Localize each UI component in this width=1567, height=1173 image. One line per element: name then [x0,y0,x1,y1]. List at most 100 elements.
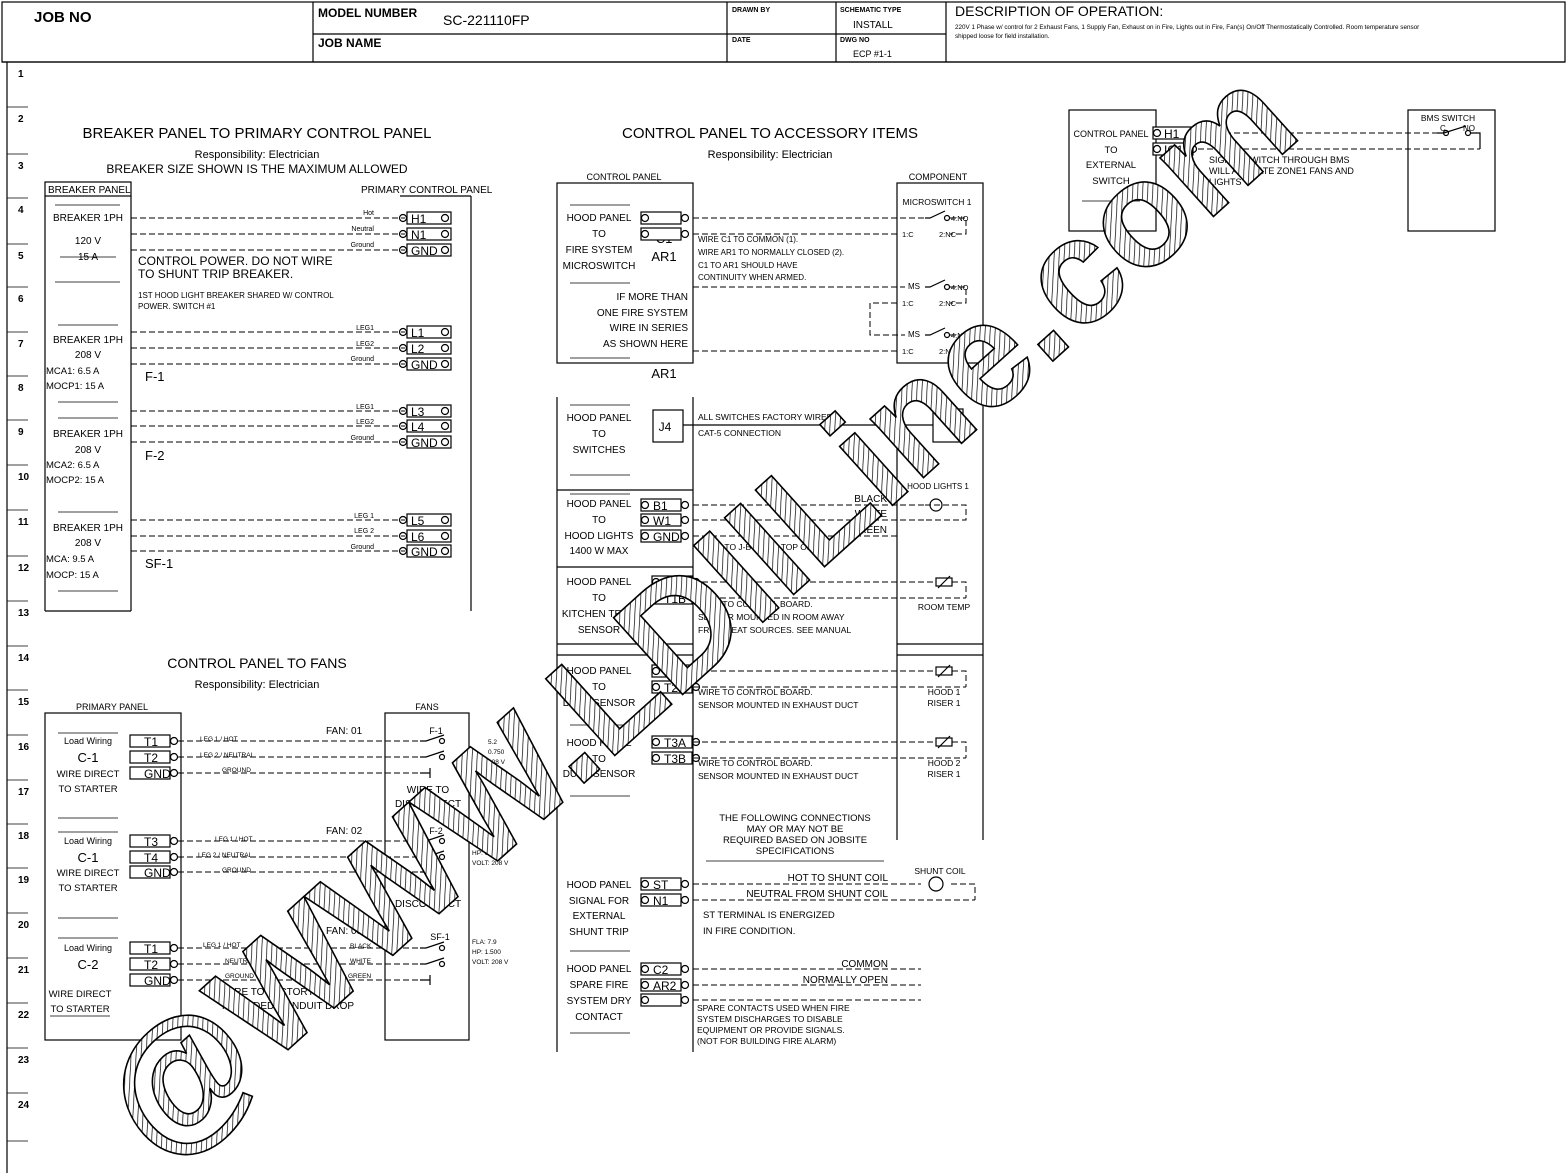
signal-for-label: SIGNAL FOR [569,896,629,907]
bms-control-panel: CONTROL PANEL [1073,129,1148,139]
bms-no-label: NO [1463,124,1475,133]
hood-light-note2: POWER. SWITCH #1 [138,302,216,311]
row-number: 23 [18,1055,30,1066]
hood-lights1-label: HOOD LIGHTS 1 [907,482,969,491]
svg-text:T1A: T1A [664,576,686,590]
row-number: 3 [18,161,24,172]
breaker2-name: BREAKER 1PH [53,335,123,346]
schematic-type-label: SCHEMATIC TYPE [840,7,902,14]
wire-to-2: WIRE TO [407,885,450,896]
control-power-note2: TO SHUNT TRIP BREAKER. [138,267,293,281]
duct-sensor-label-2: DUCT SENSOR [563,769,636,780]
terminal-t_n1: N1 [398,227,452,242]
temp-sensor-icon [935,737,953,747]
terminal-t_l4: L4 [398,419,452,434]
svg-text:H1: H1 [411,212,427,226]
svg-text:MS: MS [908,330,920,339]
breaker-max-note: BREAKER SIZE SHOWN IS THE MAXIMUM ALLOWE… [106,162,407,176]
fan3-ground-label: GROUND [225,973,254,980]
room-temp-note1: WIRE TO CONTROL BOARD. [698,599,813,609]
row-number: 2 [18,114,24,125]
ms-note1: WIRE C1 TO COMMON (1). [698,235,798,244]
factory-drop-2: PROVIDED CONDUIT DROP [222,1001,354,1012]
bms-to: TO [1104,145,1117,156]
jbox-note: WIRE TO J-BOX ON TOP OF HOOD [700,542,840,552]
fan3-spec3: VOLT: 208 V [472,959,509,966]
accessory-terminal: GND [640,529,690,544]
room-temp-note3: FROM HEAT SOURCES. SEE MANUAL [698,625,851,635]
svg-text:GND: GND [653,530,680,544]
room-temp-label: ROOM TEMP [918,602,971,612]
terminal-t_gnd: GND [398,357,452,372]
hood2-label: HOOD 2 [928,758,961,768]
svg-text:T1B: T1B [664,592,686,606]
fan3-spec1: FLA: 7.9 [472,939,497,946]
bms-external: EXTERNAL [1086,160,1136,171]
to-5: TO [592,682,606,693]
svg-text:MS: MS [908,282,920,291]
terminal-t_l5: L5 [398,513,452,528]
svg-text:GND: GND [144,767,171,781]
load-wiring-3: Load Wiring [64,943,112,953]
wire-leg2-c: LEG 2 [354,528,374,535]
disconnect-2: DISCONNECT [395,899,461,910]
svg-text:T2: T2 [144,958,158,972]
breaker1-name: BREAKER 1PH [53,213,123,224]
breaker3-name: BREAKER 1PH [53,429,123,440]
fan3-leg1-label: LEG 1 / HOT [203,942,241,949]
to-starter-2: TO STARTER [58,883,117,894]
description-label: DESCRIPTION OF OPERATION: [955,3,1163,19]
fan1-leg1-label: LEG 1 / HOT [200,736,238,743]
green-label: GREEN [851,525,887,536]
hood-panel-3: HOOD PANEL [567,499,632,510]
svg-text:GND: GND [411,358,438,372]
fan2-spec2: HP: 0.750 [472,850,501,857]
accessory-terminal: B1 [640,498,690,513]
fans-responsibility: Responsibility: Electrician [195,679,320,691]
accessory-section-title: CONTROL PANEL TO ACCESSORY ITEMS [622,125,918,142]
breaker4-mca: MCA: 9.5 A [46,554,95,565]
more-than-1: IF MORE THAN [617,292,688,303]
bms-switch-label: SWITCH [1092,176,1130,187]
row-number: 6 [18,294,24,305]
fan2-spec1: FLA: 5.2 [472,840,497,847]
svg-text:2:NC: 2:NC [939,299,957,308]
shunt-coil-icon [928,876,944,892]
row-number: 7 [18,339,24,350]
bms-c-label: C [1440,124,1446,133]
switches-note1: ALL SWITCHES FACTORY WIRED [698,412,833,422]
svg-text:L2: L2 [411,342,425,356]
spare-fire-label: SPARE FIRE [570,980,629,991]
st-note2: IN FIRE CONDITION. [703,926,795,937]
fan1-ground-label: GROUND [222,767,251,774]
following-note4: SPECIFICATIONS [756,846,834,857]
control-panel-header: CONTROL PANEL [586,172,661,182]
job-no-label: JOB NO [34,9,92,26]
svg-text:L6: L6 [411,530,425,544]
svg-text:4:NO: 4:NO [951,331,969,340]
load-wiring-1: Load Wiring [64,736,112,746]
normally-open-label: NORMALLY OPEN [803,975,888,986]
row-number: 17 [18,787,30,798]
row-number: 5 [18,251,24,262]
row-number: 22 [18,1010,30,1021]
more-than-3: WIRE IN SERIES [610,323,689,334]
wire-direct-1: WIRE DIRECT [57,769,120,780]
row-number: 24 [18,1100,30,1111]
svg-text:ST: ST [653,878,669,892]
fan-terminal: GND [129,865,179,880]
wire-leg2-b: LEG2 [356,419,374,426]
row-number: 21 [18,965,30,976]
bms-terminal: IO1 [1152,142,1198,157]
breaker-responsibility: Responsibility: Electrician [195,149,320,161]
breaker1-volt: 120 V [75,236,101,247]
terminal-t_gnd: GND [398,544,452,559]
bms-section: CONTROL PANEL TO EXTERNAL SWITCH BMS SWI… [1068,109,1496,232]
breaker1-amp: 15 A [78,252,98,263]
disconnect-1: DISCONNECT [395,799,461,810]
terminal-t_l6: L6 [398,529,452,544]
breaker3-mocp: MOCP2: 15 A [46,475,105,486]
